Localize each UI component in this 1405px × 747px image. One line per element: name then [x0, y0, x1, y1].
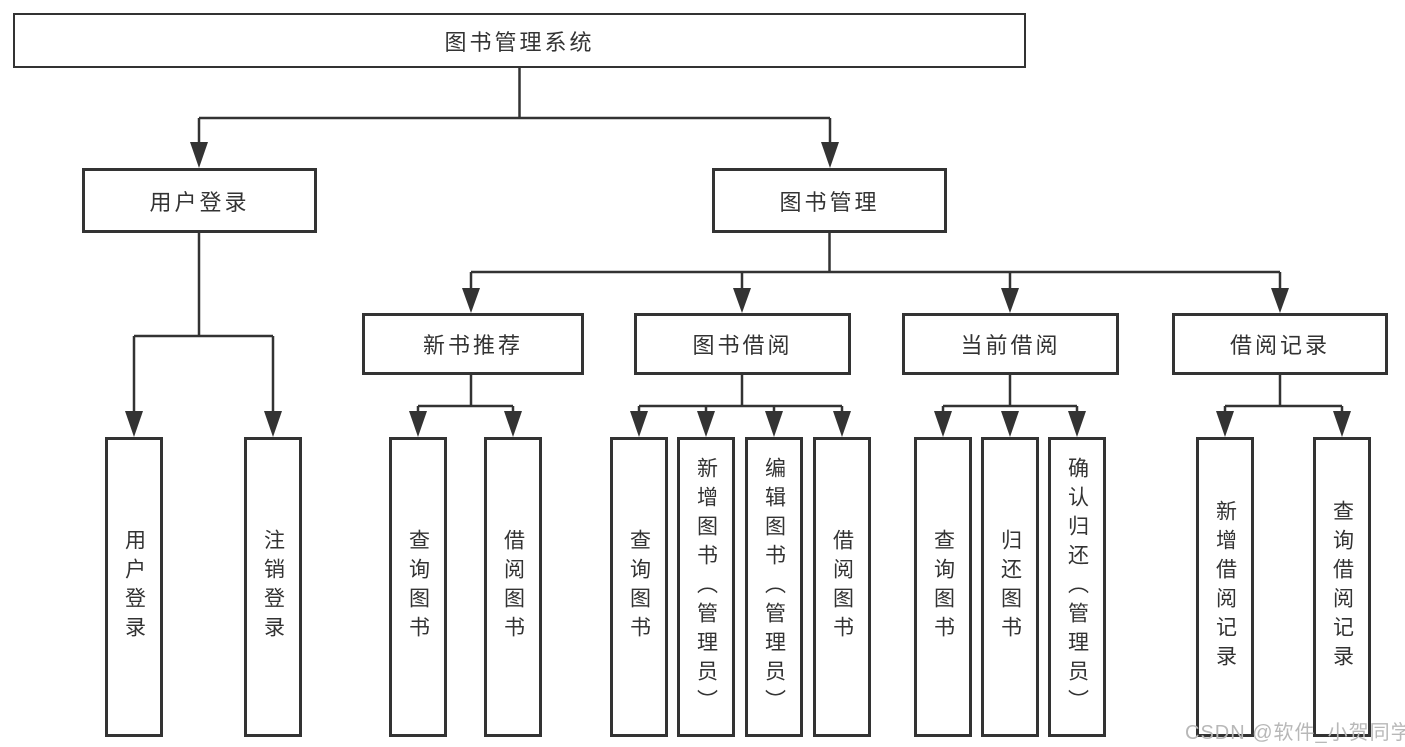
leaf-query-borrow-record: 查询借阅记录	[1313, 437, 1371, 737]
node-borrow-records-label: 借阅记录	[1229, 333, 1330, 358]
node-borrow-records: 借阅记录	[1172, 313, 1388, 375]
leaf-logout: 注销登录	[244, 437, 302, 737]
node-current-borrow-label: 当前借阅	[960, 333, 1061, 358]
leaf-confirm-return-admin: 确认归还（管理员）	[1048, 437, 1106, 737]
node-user-login-label: 用户登录	[149, 189, 250, 215]
leaf-edit-book-admin-label: 编辑图书（管理员）	[762, 456, 786, 718]
arrowhead-icons	[125, 142, 1351, 437]
leaf-add-book-admin: 新增图书（管理员）	[677, 437, 735, 737]
leaf-confirm-return-admin-label: 确认归还（管理员）	[1065, 456, 1089, 718]
leaf-query-books-1-label: 查询图书	[406, 529, 430, 645]
node-new-book-recommend: 新书推荐	[362, 313, 584, 375]
leaf-user-login-label: 用户登录	[122, 529, 146, 645]
node-current-borrow: 当前借阅	[902, 313, 1119, 375]
leaf-query-books-1: 查询图书	[389, 437, 447, 737]
leaf-borrow-books-1: 借阅图书	[484, 437, 542, 737]
leaf-edit-book-admin: 编辑图书（管理员）	[745, 437, 803, 737]
leaf-return-book-label: 归还图书	[998, 529, 1022, 645]
node-book-management-label: 图书管理	[779, 189, 880, 215]
node-user-login: 用户登录	[82, 168, 317, 233]
leaf-borrow-books-1-label: 借阅图书	[501, 529, 525, 645]
leaf-user-login: 用户登录	[105, 437, 163, 737]
leaf-add-borrow-record-label: 新增借阅记录	[1213, 500, 1237, 674]
node-root: 图书管理系统	[13, 13, 1026, 68]
leaf-query-books-3: 查询图书	[914, 437, 972, 737]
node-new-book-recommend-label: 新书推荐	[422, 333, 523, 358]
leaf-query-borrow-record-label: 查询借阅记录	[1330, 500, 1354, 674]
node-book-management: 图书管理	[712, 168, 947, 233]
leaf-add-borrow-record: 新增借阅记录	[1196, 437, 1254, 737]
leaf-query-books-2-label: 查询图书	[627, 529, 651, 645]
leaf-borrow-books-2: 借阅图书	[813, 437, 871, 737]
watermark: CSDN @软件_小贺同学	[1185, 722, 1405, 744]
leaf-logout-label: 注销登录	[261, 529, 285, 645]
leaf-query-books-3-label: 查询图书	[931, 529, 955, 645]
leaf-return-book: 归还图书	[981, 437, 1039, 737]
node-root-label: 图书管理系统	[444, 29, 595, 55]
leaf-query-books-2: 查询图书	[610, 437, 668, 737]
leaf-borrow-books-2-label: 借阅图书	[830, 529, 854, 645]
node-book-borrow: 图书借阅	[634, 313, 851, 375]
leaf-add-book-admin-label: 新增图书（管理员）	[694, 456, 718, 718]
node-book-borrow-label: 图书借阅	[692, 333, 793, 358]
